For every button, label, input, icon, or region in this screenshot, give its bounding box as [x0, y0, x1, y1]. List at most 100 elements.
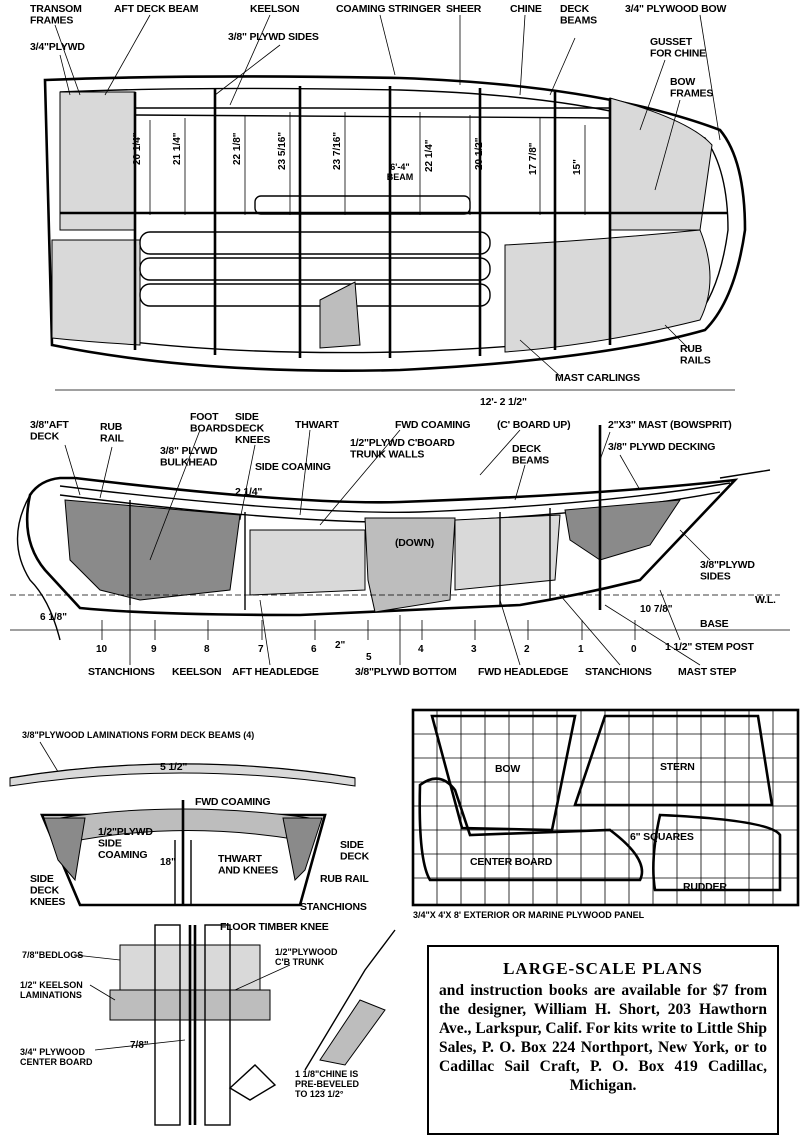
- top-cboard-trunk: [254, 195, 471, 215]
- panel-label-rudder: RUDDER: [683, 881, 727, 893]
- panel-centerboard-shape: [418, 777, 644, 882]
- top-label-keelson: KEELSON: [250, 3, 299, 15]
- panel-label-stern: STERN: [660, 761, 695, 773]
- side-label-cboard-up: (C' BOARD UP): [497, 419, 570, 431]
- top-label-plywd-34: 3/4"PLYWD: [30, 41, 85, 53]
- panel-stern-shape: [573, 714, 774, 807]
- side-label-thwart: THWART: [295, 419, 339, 431]
- side-dim-10-7-8: 10 7/8": [640, 604, 673, 615]
- top-deck-beams: [133, 86, 612, 358]
- top-label-sheer: SHEER: [446, 3, 482, 15]
- side-transom: [16, 494, 61, 641]
- station-7: 7: [258, 644, 264, 655]
- side-stanchions: [129, 500, 551, 610]
- side-label-mast: 2"X3" MAST (BOWSPRIT): [608, 419, 732, 431]
- panel-outline: [411, 708, 800, 907]
- side-leader-lines: [64, 429, 711, 666]
- top-dim-1: 21 1/4": [172, 132, 183, 165]
- detail-chine: [319, 999, 386, 1066]
- section-view: 3/8"PLYWOOD LAMINATIONS FORM DECK BEAMS …: [9, 730, 370, 933]
- top-label-coaming-stringer: COAMING STRINGER: [336, 3, 441, 15]
- detail-trunk: [154, 924, 181, 1126]
- side-centerboard: [364, 517, 456, 613]
- top-label-plywd-sides: 3/8" PLYWD SIDES: [228, 31, 319, 43]
- station-1: 1: [578, 644, 584, 655]
- side-aft-bulkhead-shading: [64, 499, 241, 601]
- top-foot-boards: [139, 231, 491, 307]
- side-bowsprit: [719, 469, 771, 479]
- top-view: 20 1/4" 21 1/4" 22 1/8" 23 5/16" 23 7/16…: [30, 3, 747, 408]
- top-dim-3: 23 5/16": [277, 132, 288, 170]
- side-label-keelson: KEELSON: [172, 666, 221, 678]
- station-2: 2: [524, 644, 530, 655]
- side-label-stanchions-fwd: STANCHIONS: [585, 666, 652, 678]
- side-label-fwd-headledge: FWD HEADLEDGE: [478, 666, 568, 678]
- top-label-aft-deck-beam: AFT DECK BEAM: [114, 3, 199, 15]
- plans-info-box: LARGE-SCALE PLANS and instruction books …: [427, 945, 779, 1135]
- side-label-plywd-bottom: 3/8"PLYWD BOTTOM: [355, 666, 457, 678]
- panel-label-center-board: CENTER BOARD: [470, 856, 553, 868]
- station-5: 5: [366, 652, 372, 663]
- top-bow-deck: [609, 97, 713, 231]
- side-label-wl: W.L.: [755, 594, 776, 606]
- top-dimension-lines: [55, 112, 735, 391]
- sec-label-rub-rail: RUB RAIL: [320, 873, 369, 885]
- top-dim-0: 20 1/4": [132, 132, 143, 165]
- sec-dim-5-1-2: 5 1/2": [160, 761, 187, 773]
- sec-label-floor-timber: FLOOR TIMBER KNEE: [220, 921, 329, 933]
- top-bottom-planking-left: [51, 239, 141, 346]
- side-label-side-coaming: SIDE COAMING: [255, 461, 331, 473]
- detail-label-bedlogs: 7/8"BEDLOGS: [22, 950, 83, 960]
- side-hull-outline: [25, 476, 739, 617]
- top-dim-7: 17 7/8": [528, 142, 539, 175]
- panel-rudder-shape: [652, 813, 782, 892]
- detail-dim-7-8: 7/8": [130, 1040, 149, 1051]
- panel-caption: 3/4"X 4'X 8' EXTERIOR OR MARINE PLYWOOD …: [413, 910, 645, 920]
- side-sheer: [59, 482, 731, 513]
- panel-bow-shape: [430, 714, 577, 832]
- top-beam-label: 6'-4"BEAM: [387, 162, 414, 182]
- station-9: 9: [151, 644, 157, 655]
- top-leader-lines: [54, 14, 721, 377]
- side-label-aft-headledge: AFT HEADLEDGE: [232, 666, 319, 678]
- top-dim-4: 23 7/16": [332, 132, 343, 170]
- top-bottom-planking-right: [504, 229, 711, 353]
- top-label-chine: CHINE: [510, 3, 542, 15]
- top-label-plywood-bow: 3/4" PLYWOOD BOW: [625, 3, 726, 15]
- side-label-plywd-decking: 3/8" PLYWD DECKING: [608, 441, 715, 453]
- top-centerboard: [319, 281, 361, 349]
- sec-dim-18: 18": [160, 857, 176, 868]
- sec-label-laminations: 3/8"PLYWOOD LAMINATIONS FORM DECK BEAMS …: [22, 730, 254, 740]
- station-6: 6: [311, 644, 317, 655]
- info-title: LARGE-SCALE PLANS: [503, 959, 703, 978]
- station-4: 4: [418, 644, 424, 655]
- station-10: 10: [96, 644, 108, 655]
- side-label-fwd-coaming: FWD COAMING: [395, 419, 470, 431]
- side-label-stem-post: 1 1/2" STEM POST: [665, 641, 755, 653]
- sec-label-fwd-coaming: FWD COAMING: [195, 796, 270, 808]
- side-label-down: (DOWN): [395, 537, 434, 549]
- panel-label-squares: 6" SQUARES: [630, 831, 694, 843]
- top-hull-outline: [43, 75, 747, 373]
- top-dim-5: 22 1/4": [424, 139, 435, 172]
- top-label-mast-carlings: MAST CARLINGS: [555, 372, 640, 384]
- side-label-base: BASE: [700, 618, 729, 630]
